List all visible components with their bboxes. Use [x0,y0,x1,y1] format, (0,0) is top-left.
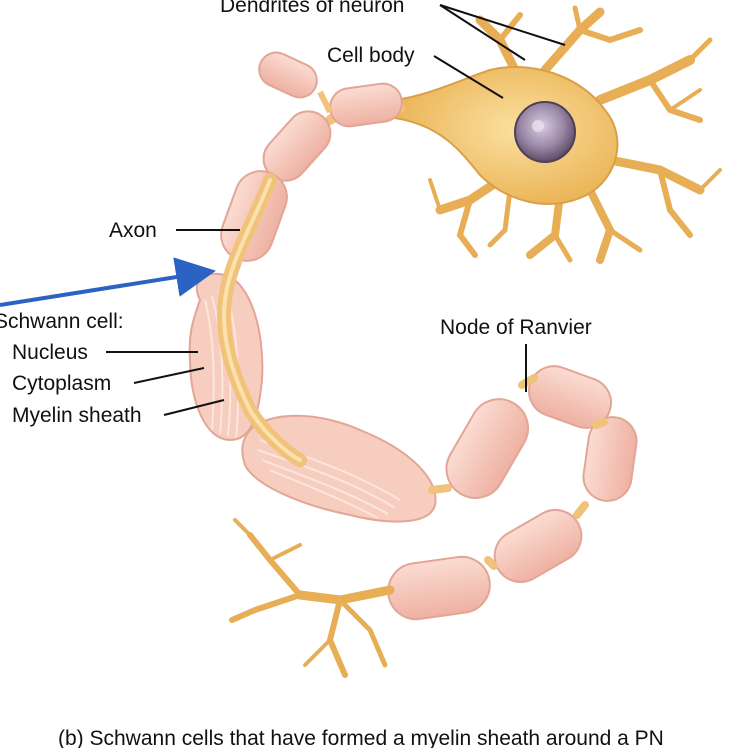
neuron-nucleus [514,101,576,163]
label-cell-body: Cell body [327,44,415,67]
figure-caption: (b) Schwann cells that have formed a mye… [58,727,664,748]
label-schwann-cell: Schwann cell: [0,310,124,333]
label-cytoplasm: Cytoplasm [12,372,111,395]
blue-arrow [0,257,216,307]
label-node-of-ranvier: Node of Ranvier [440,316,592,339]
neuron-dendrites [428,5,722,264]
schwann-segments-right [387,365,638,621]
label-dendrites: Dendrites of neuron [220,0,404,17]
label-axon: Axon [109,219,157,242]
cell-body [394,66,619,205]
axon-terminals [229,518,395,678]
label-nucleus: Nucleus [12,341,88,364]
label-myelin-sheath: Myelin sheath [12,404,142,427]
